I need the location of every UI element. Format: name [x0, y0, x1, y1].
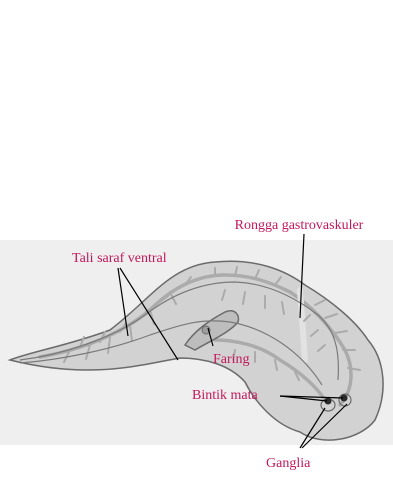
- label-tali-saraf-ventral: Tali saraf ventral: [72, 251, 167, 266]
- label-bintik-mata: Bintik mata: [192, 388, 259, 403]
- label-ganglia: Ganglia: [266, 456, 311, 471]
- label-faring: Faring: [213, 352, 250, 367]
- label-rongga-gastrovaskuler: Rongga gastrovaskuler: [235, 218, 364, 233]
